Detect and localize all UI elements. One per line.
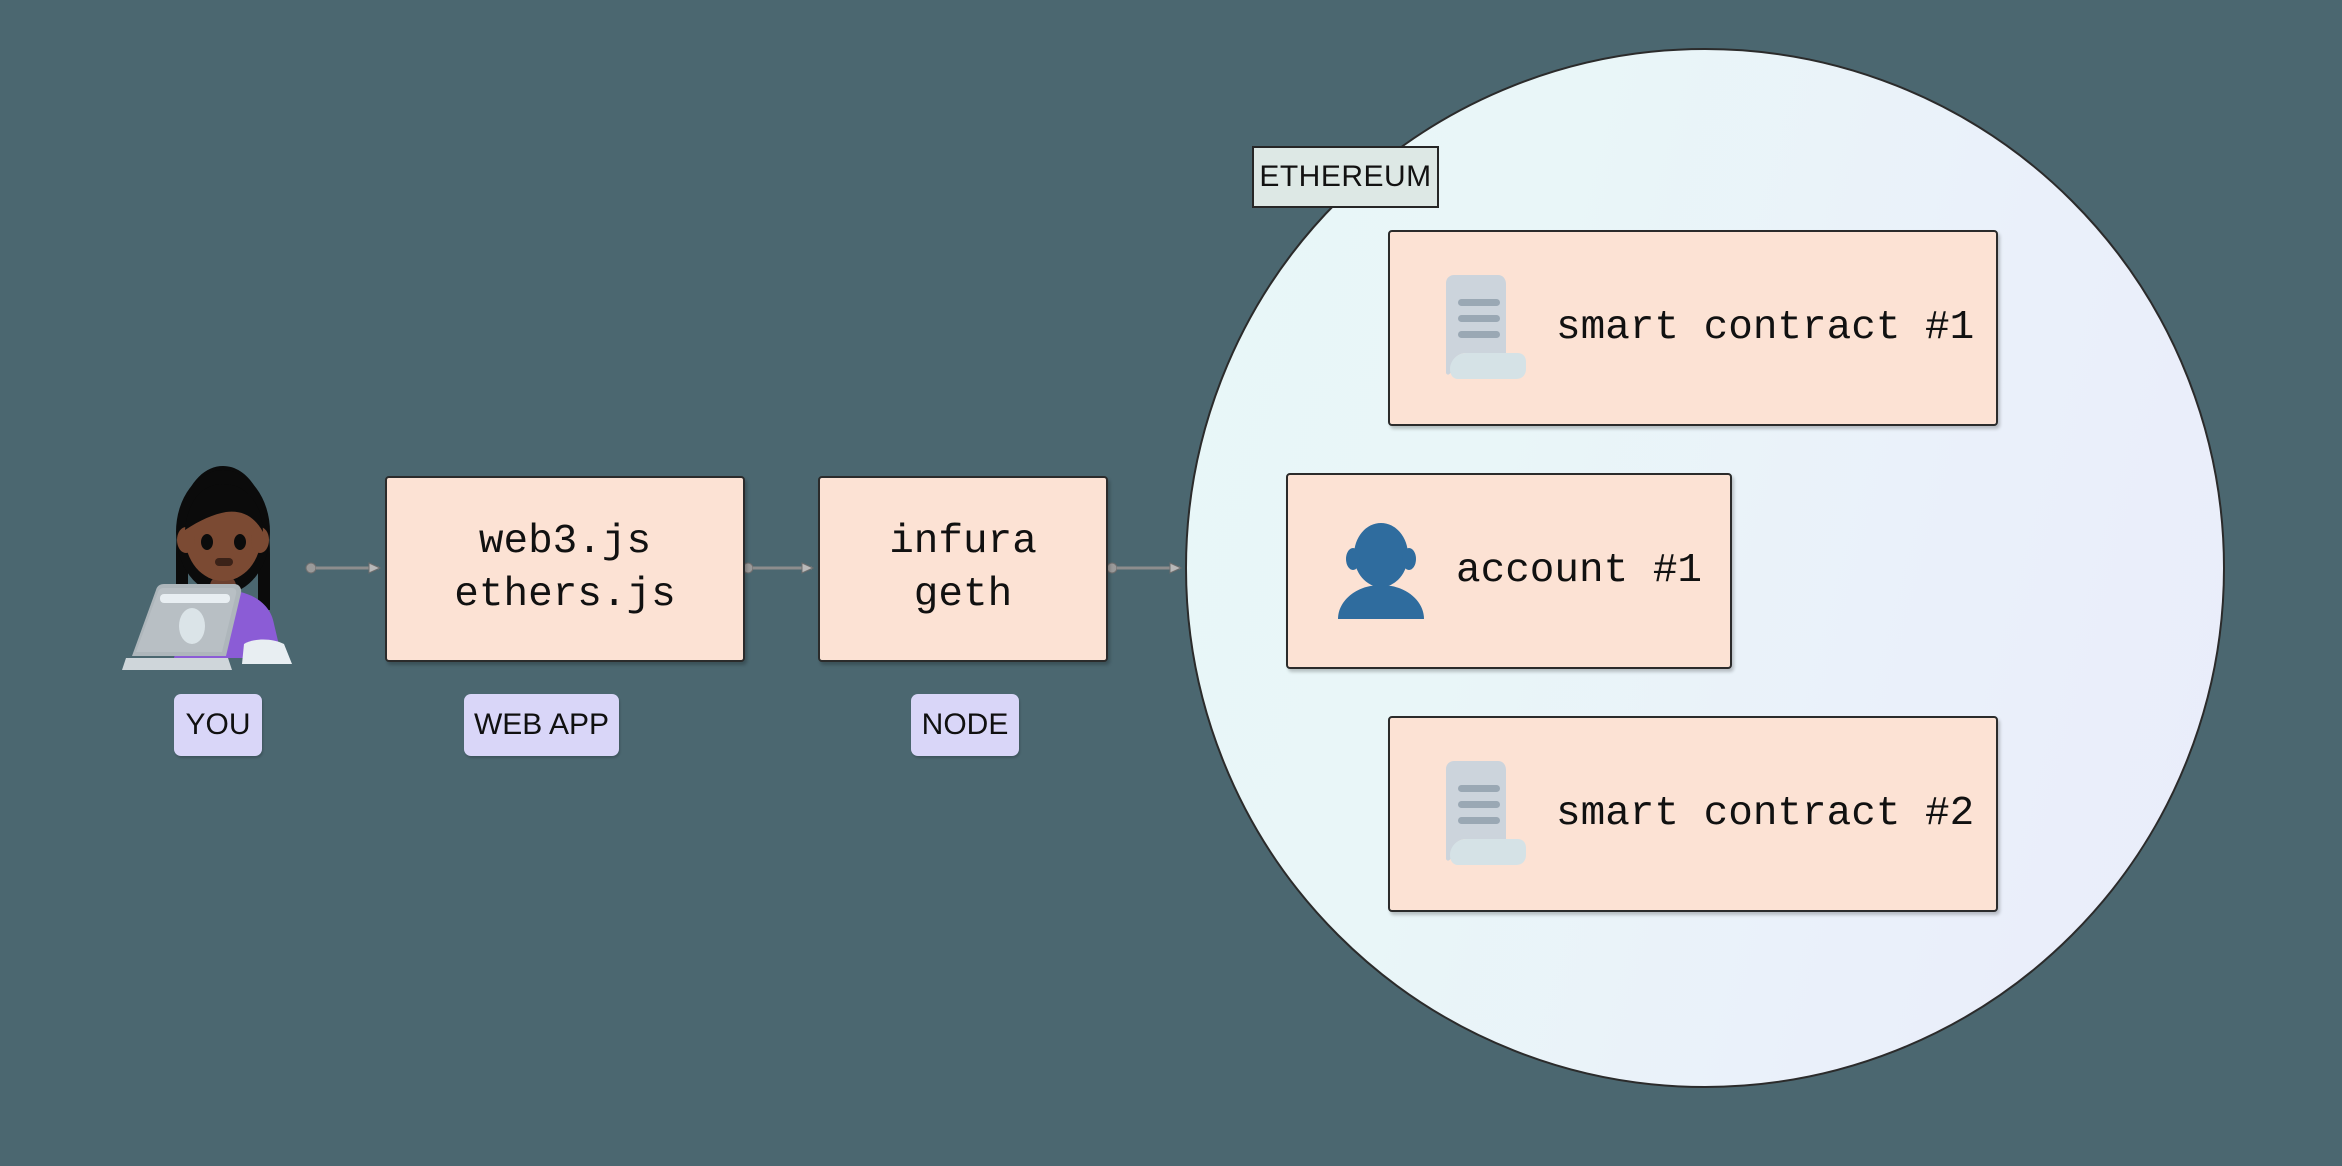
- account-1-card[interactable]: account #1: [1286, 473, 1732, 669]
- tag-ethereum: ETHEREUM: [1252, 146, 1439, 208]
- tag-you: YOU: [174, 694, 262, 756]
- user-account-icon: [1336, 516, 1426, 626]
- arrow-node-to-ethereum: [1106, 563, 1180, 573]
- webapp-line-1: web3.js: [478, 518, 652, 565]
- node-line-2: geth: [913, 572, 1013, 618]
- smart-contract-2-card[interactable]: smart contract #2: [1388, 716, 1998, 912]
- node-line-1: infura: [889, 518, 1037, 565]
- webapp-box[interactable]: web3.js ethers.js: [385, 476, 745, 662]
- smart-contract-2-label: smart contract #2: [1556, 791, 1975, 837]
- node-box[interactable]: infura geth: [818, 476, 1108, 662]
- smart-contract-1-label: smart contract #1: [1556, 305, 1975, 351]
- account-1-label: account #1: [1456, 548, 1703, 594]
- contract-document-icon: [1432, 759, 1528, 869]
- smart-contract-1-card[interactable]: smart contract #1: [1388, 230, 1998, 426]
- contract-document-icon: [1432, 273, 1528, 383]
- tag-node: NODE: [911, 694, 1019, 756]
- woman-technologist-emoji: [122, 466, 292, 670]
- arrow-webapp-to-node: [742, 563, 812, 573]
- tag-web-app: WEB APP: [464, 694, 619, 756]
- webapp-line-2: ethers.js: [454, 572, 676, 618]
